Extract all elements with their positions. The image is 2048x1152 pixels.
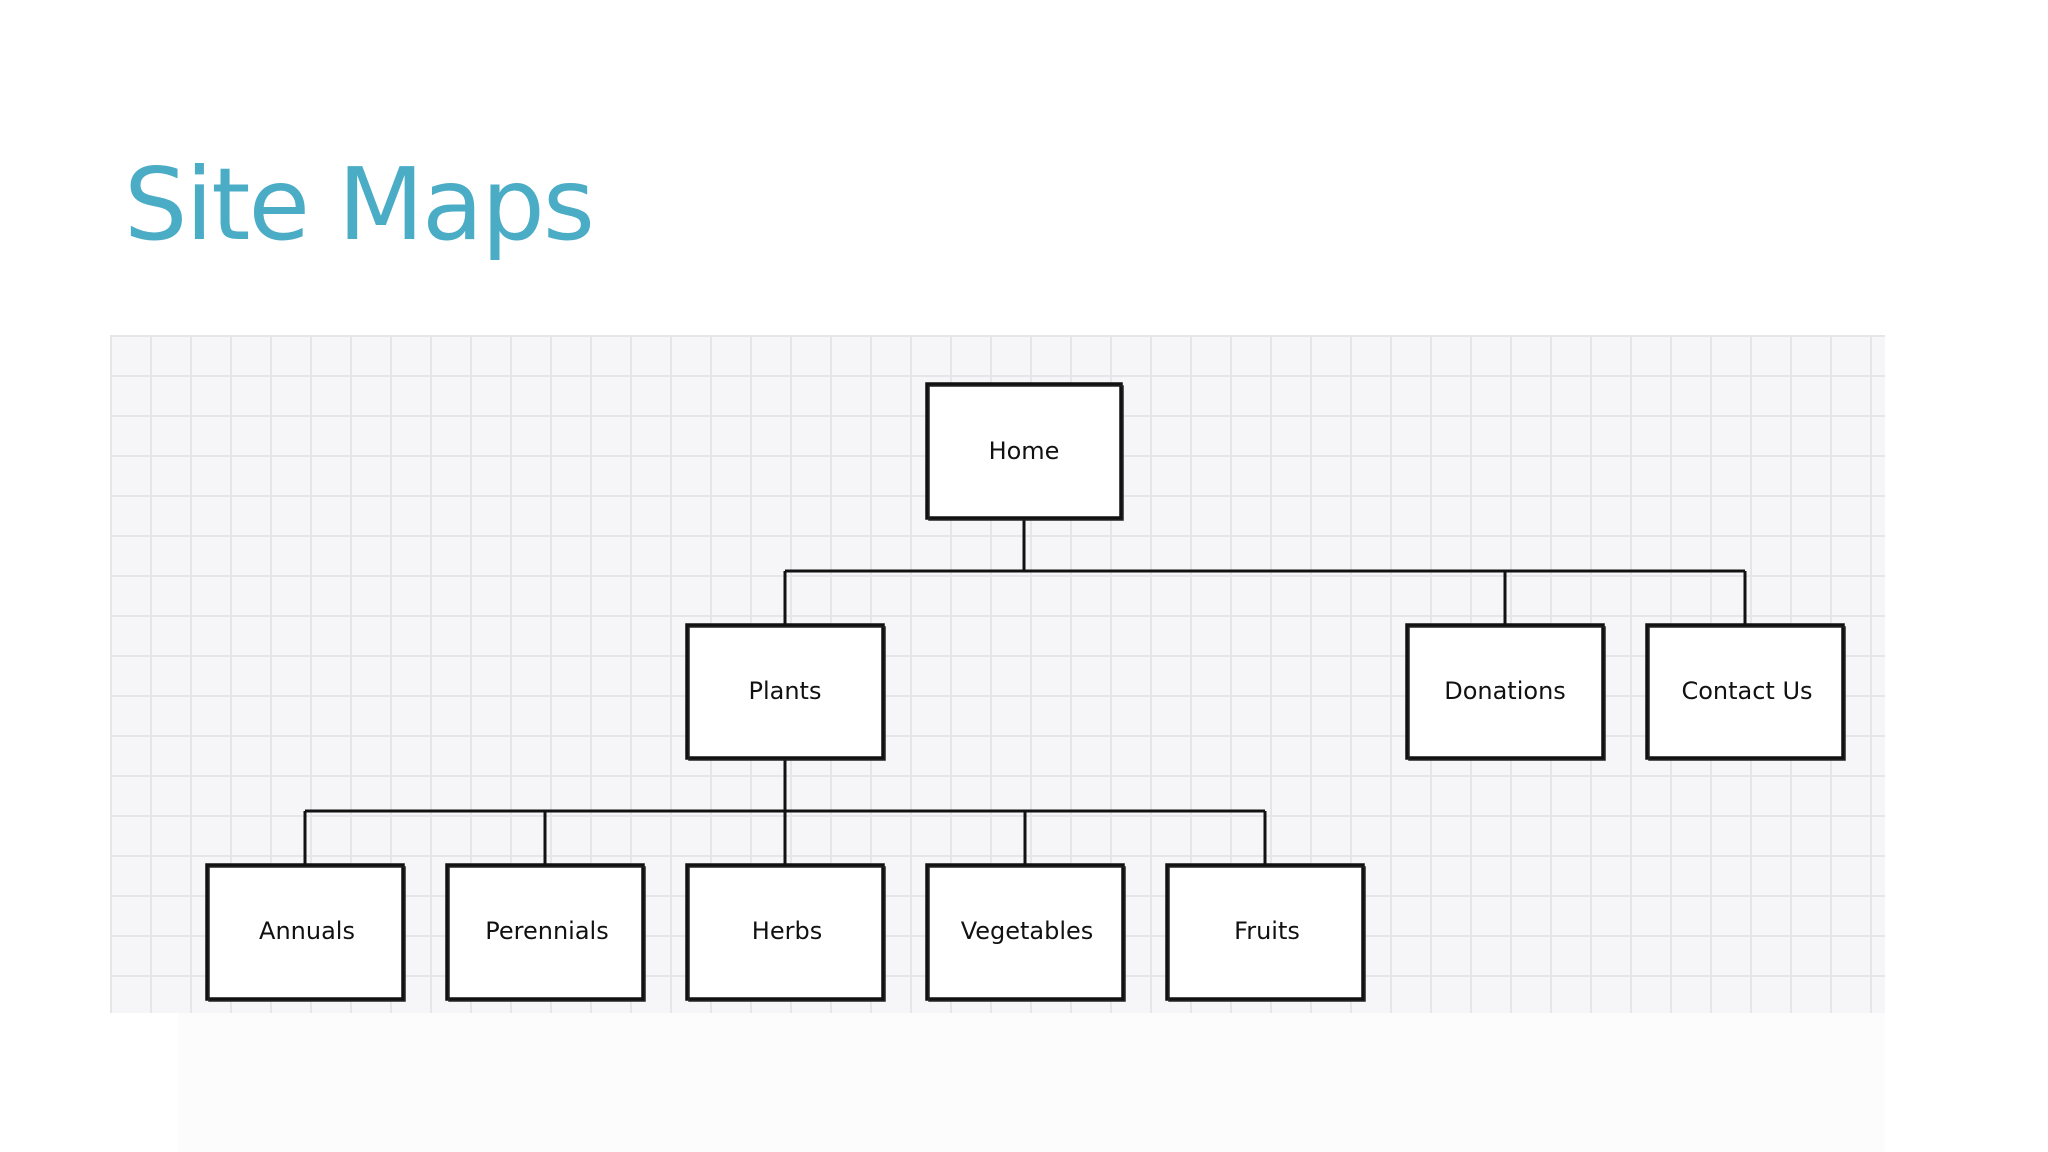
site-map-svg: Home Plants Donations Contact Us: [205, 382, 1846, 1002]
node-home-label: Home: [989, 437, 1060, 465]
node-donations-label: Donations: [1444, 677, 1566, 705]
node-perennials-label: Perennials: [485, 917, 608, 945]
node-annuals-label: Annuals: [259, 917, 355, 945]
node-vegetables: Vegetables: [925, 863, 1126, 1002]
node-donations: Donations: [1405, 623, 1606, 761]
connectors-plants: [303, 758, 1267, 865]
node-contact-us-label: Contact Us: [1681, 677, 1812, 705]
node-fruits: Fruits: [1165, 863, 1366, 1002]
node-fruits-label: Fruits: [1234, 917, 1300, 945]
slide-title: Site Maps: [124, 146, 595, 263]
node-herbs-label: Herbs: [752, 917, 822, 945]
node-vegetables-label: Vegetables: [961, 917, 1094, 945]
node-home: Home: [925, 382, 1124, 521]
node-contact-us: Contact Us: [1645, 623, 1846, 761]
bottom-backdrop: [178, 1013, 1885, 1152]
node-plants: Plants: [685, 623, 886, 761]
node-herbs: Herbs: [685, 863, 886, 1002]
connectors-home: [783, 518, 1747, 625]
node-plants-label: Plants: [749, 677, 822, 705]
site-map-diagram: Home Plants Donations Contact Us: [110, 335, 1885, 1013]
node-annuals: Annuals: [205, 863, 406, 1002]
node-perennials: Perennials: [445, 863, 646, 1002]
